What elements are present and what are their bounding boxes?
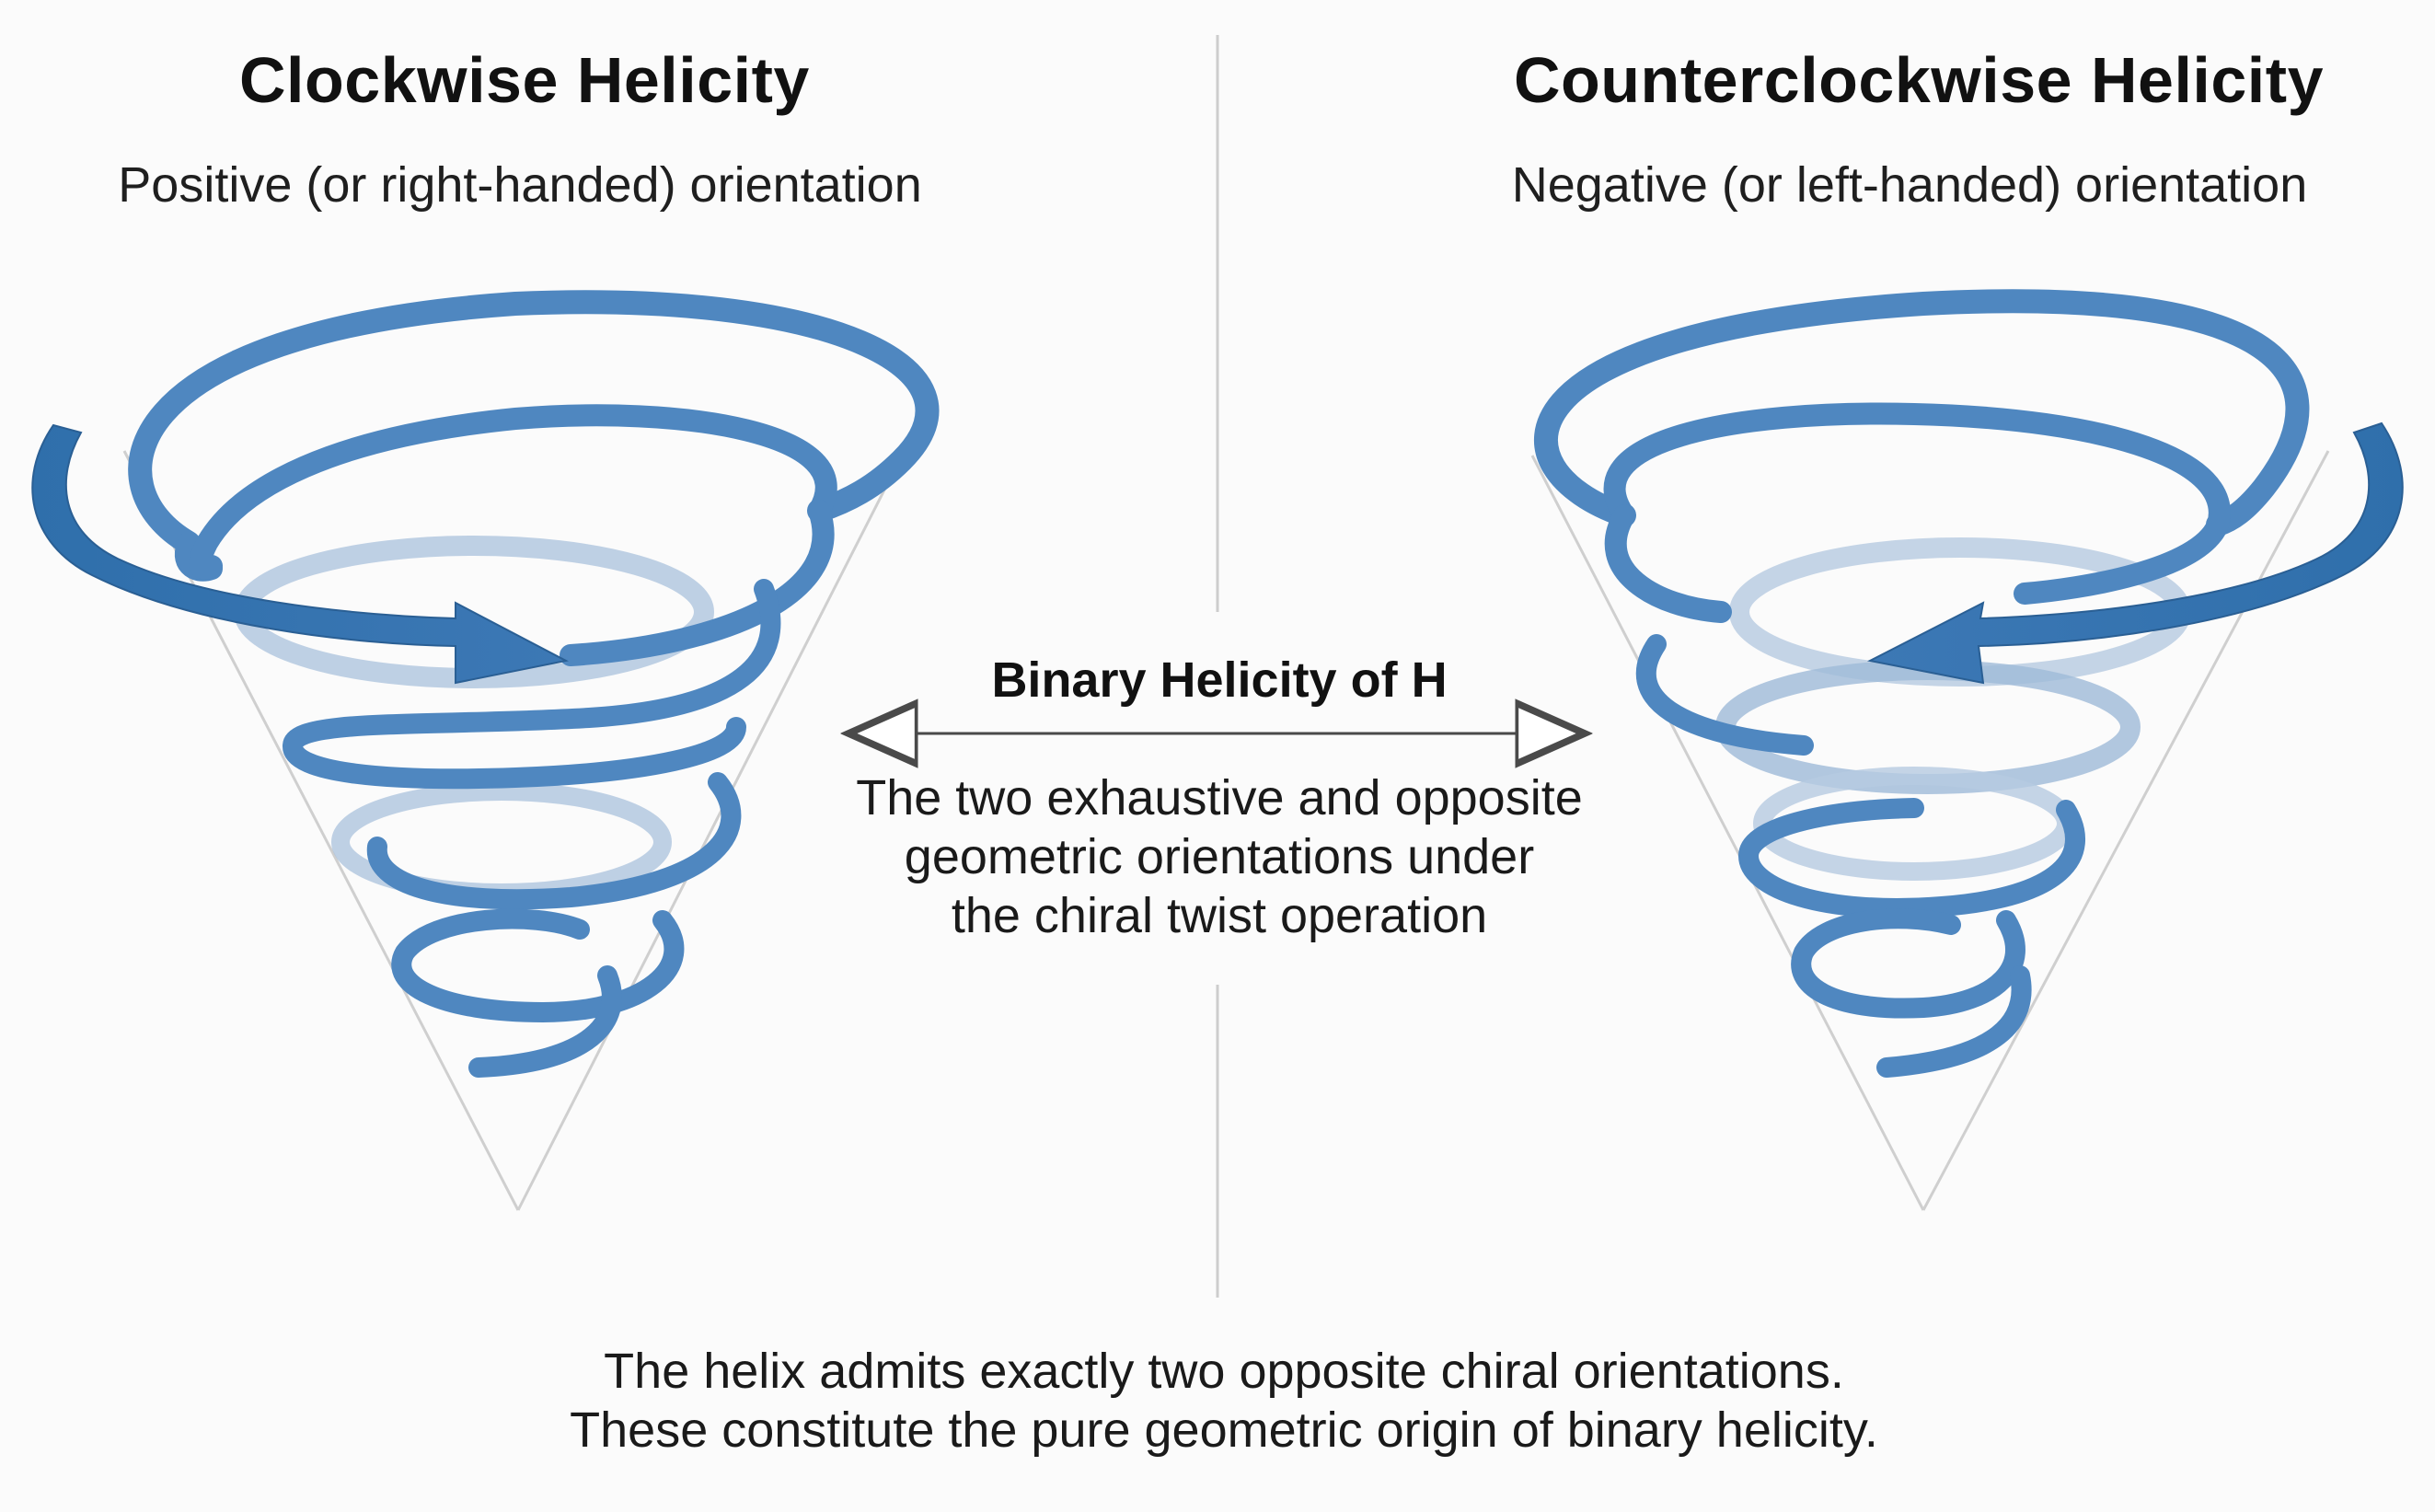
footer-line: These constitute the pure geometric orig…	[570, 1402, 1878, 1458]
right-title: Counterclockwise Helicity	[1513, 44, 2324, 116]
center-description-line: The two exhaustive and opposite	[856, 770, 1583, 825]
left-title: Clockwise Helicity	[239, 44, 810, 116]
right-subtitle: Negative (or left-handed) orientation	[1511, 157, 2308, 213]
left-cone	[122, 450, 904, 1211]
left-helix	[128, 290, 940, 1078]
counterclockwise-arrow-icon	[1866, 421, 2404, 685]
left-subtitle: Positive (or right-handed) orientation	[118, 157, 922, 213]
center-description: The two exhaustive and opposite geometri…	[819, 768, 1620, 945]
right-cone	[1530, 450, 2330, 1211]
clockwise-arrow-icon	[31, 423, 569, 685]
center-description-line: the chiral twist operation	[951, 888, 1488, 943]
center-description-line: geometric orientations under	[904, 829, 1535, 884]
right-helix	[1533, 289, 2310, 1078]
footer-caption: The helix admits exactly two opposite ch…	[479, 1342, 1969, 1460]
footer-line: The helix admits exactly two opposite ch…	[604, 1344, 1844, 1399]
center-heading: Binary Helicity of H	[991, 652, 1448, 708]
